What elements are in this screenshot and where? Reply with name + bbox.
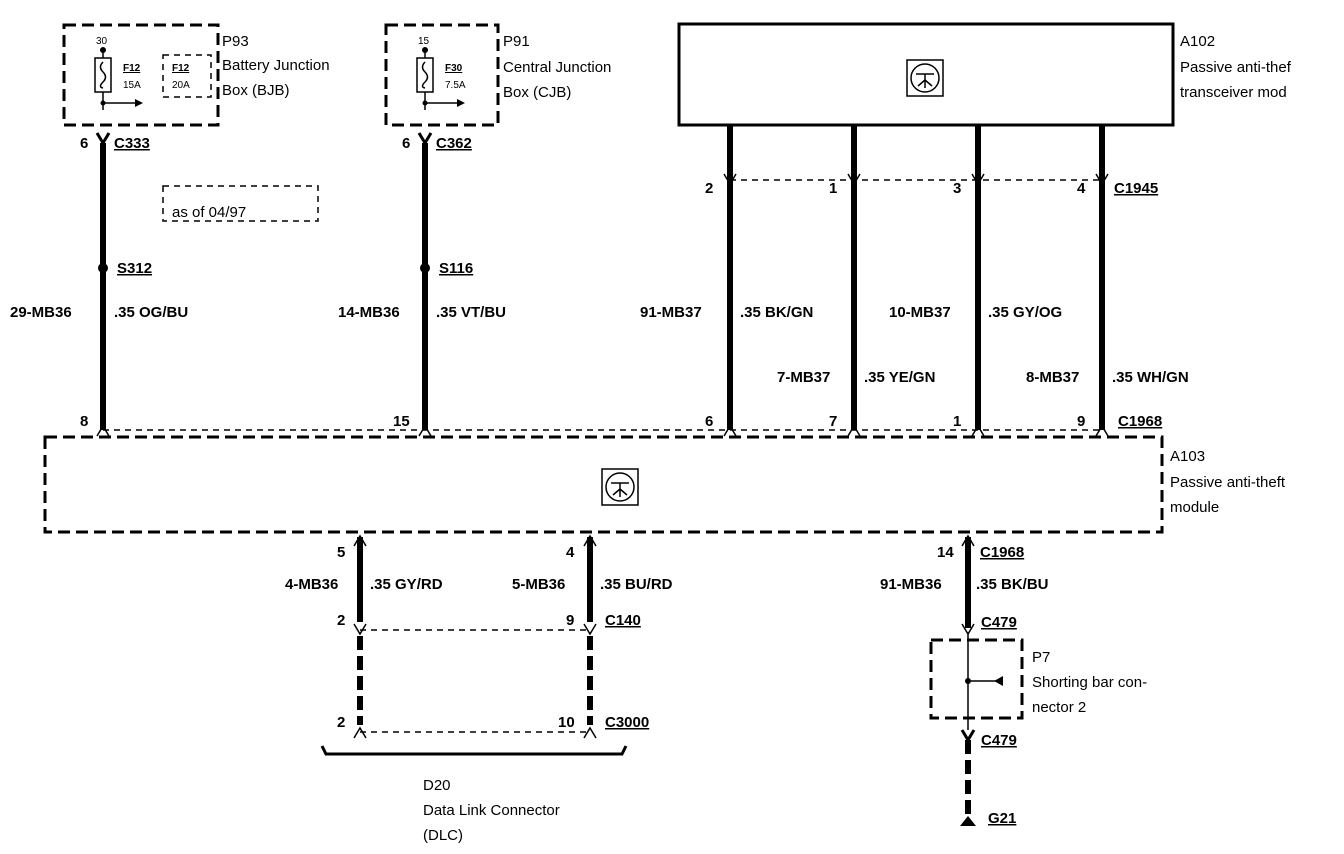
c1945-pin-3: 3 [953, 180, 961, 197]
p93-box [62, 23, 220, 127]
c3000-pin-1: 2 [337, 714, 345, 731]
c1945-pin-4: 4 [1077, 180, 1086, 197]
c1968-pin-5: 1 [953, 413, 961, 430]
w4-spec: .35 YE/GN [864, 369, 935, 386]
a103-pin-5: 5 [337, 544, 345, 561]
p91-arrow-icon [457, 99, 465, 107]
w4-circuit: 7-MB37 [777, 369, 830, 386]
p93-alt-fuse-label: F12 [172, 63, 190, 74]
p91-name-line2: Box (CJB) [503, 84, 571, 101]
p91-id: P91 [503, 33, 530, 50]
p91-fuse-amp: 7.5A [445, 80, 466, 91]
c1968-pin-6: 9 [1077, 413, 1085, 430]
w9-spec: .35 BK/BU [976, 576, 1049, 593]
w1-circuit: 29-MB36 [10, 304, 72, 321]
c1945-pin-2: 1 [829, 180, 837, 197]
c140-pin-1: 2 [337, 612, 345, 629]
a103-box [43, 435, 1164, 534]
a103-antitheft-icon [601, 468, 639, 506]
w3-spec: .35 BK/GN [740, 304, 813, 321]
c1945-label: C1945 [1114, 180, 1158, 197]
a103-name-line1: Passive anti-theft [1170, 474, 1286, 491]
d20-id: D20 [423, 777, 451, 794]
p7-shorting-bar-icon [994, 676, 1003, 686]
ground-icon [960, 816, 976, 826]
p91-name-line1: Central Junction [503, 59, 611, 76]
d20-bracket [320, 745, 628, 756]
c333-pin: 6 [80, 135, 88, 152]
c1968-pin-1: 8 [80, 413, 88, 430]
c1968-pin-4: 7 [829, 413, 837, 430]
c362-label: C362 [436, 135, 472, 152]
w8-circuit: 5-MB36 [512, 576, 565, 593]
s312-label: S312 [117, 260, 152, 277]
w1-spec: .35 OG/BU [114, 304, 188, 321]
w9-circuit: 91-MB36 [880, 576, 942, 593]
p93-alt-fuse-box [162, 54, 212, 98]
p7-name-line1: Shorting bar con- [1032, 674, 1147, 691]
c362-pin: 6 [402, 135, 410, 152]
c3000-label: C3000 [605, 714, 649, 731]
a103-pin-4: 4 [566, 544, 575, 561]
a103-name-line2: module [1170, 499, 1219, 516]
w5-spec: .35 GY/OG [988, 304, 1062, 321]
w7-circuit: 4-MB36 [285, 576, 338, 593]
a103-id: A103 [1170, 448, 1205, 465]
w8-spec: .35 BU/RD [600, 576, 673, 593]
a102-id: A102 [1180, 33, 1215, 50]
p93-pin: 30 [96, 36, 108, 47]
p93-fuse-icon [94, 57, 112, 93]
w7-spec: .35 GY/RD [370, 576, 443, 593]
p7-id: P7 [1032, 649, 1050, 666]
s116-label: S116 [439, 260, 473, 277]
c362-connector-icon [417, 132, 433, 146]
c1968-pin-2: 15 [393, 413, 410, 430]
c3000-pin-2: 10 [558, 714, 575, 731]
a102-name-line2: transceiver mod [1180, 84, 1287, 101]
d20-name-line2: (DLC) [423, 827, 463, 844]
s116-splice [420, 263, 430, 273]
c1968-pin-3: 6 [705, 413, 713, 430]
a103-pin-14: 14 [937, 544, 954, 561]
c140-label: C140 [605, 612, 641, 629]
p93-id: P93 [222, 33, 249, 50]
revision-note: as of 04/97 [172, 204, 246, 221]
p7-name-line2: nector 2 [1032, 699, 1086, 716]
g21-label: G21 [988, 810, 1016, 827]
w3-circuit: 91-MB37 [640, 304, 702, 321]
c333-label: C333 [114, 135, 150, 152]
c1968-bottom-label: C1968 [980, 544, 1024, 561]
w6-circuit: 8-MB37 [1026, 369, 1079, 386]
w2-spec: .35 VT/BU [436, 304, 506, 321]
w5-circuit: 10-MB37 [889, 304, 951, 321]
d20-name-line1: Data Link Connector [423, 802, 560, 819]
p7-box [929, 638, 1024, 720]
w2-circuit: 14-MB36 [338, 304, 400, 321]
p93-name-line2: Box (BJB) [222, 82, 290, 99]
a102-antitheft-icon [906, 59, 944, 97]
p93-arrow-icon [135, 99, 143, 107]
a102-name-line1: Passive anti-thef [1180, 59, 1292, 76]
revision-note-box [162, 185, 319, 222]
p93-name-line1: Battery Junction [222, 57, 330, 74]
a102-box [677, 22, 1175, 127]
c1945-pin-1: 2 [705, 180, 713, 197]
p93-fuse-label: F12 [123, 63, 141, 74]
p93-alt-fuse-amp: 20A [172, 80, 190, 91]
p91-box [384, 23, 500, 127]
s312-splice [98, 263, 108, 273]
p91-pin: 15 [418, 36, 430, 47]
p93-fuse-amp: 15A [123, 80, 141, 91]
c333-connector-icon [95, 132, 111, 146]
c479-upper-label: C479 [981, 614, 1017, 631]
c479-lower-label: C479 [981, 732, 1017, 749]
w6-spec: .35 WH/GN [1112, 369, 1189, 386]
p91-fuse-label: F30 [445, 63, 463, 74]
c140-pin-2: 9 [566, 612, 574, 629]
c1968-top-label: C1968 [1118, 413, 1162, 430]
p91-fuse-icon [416, 57, 434, 93]
